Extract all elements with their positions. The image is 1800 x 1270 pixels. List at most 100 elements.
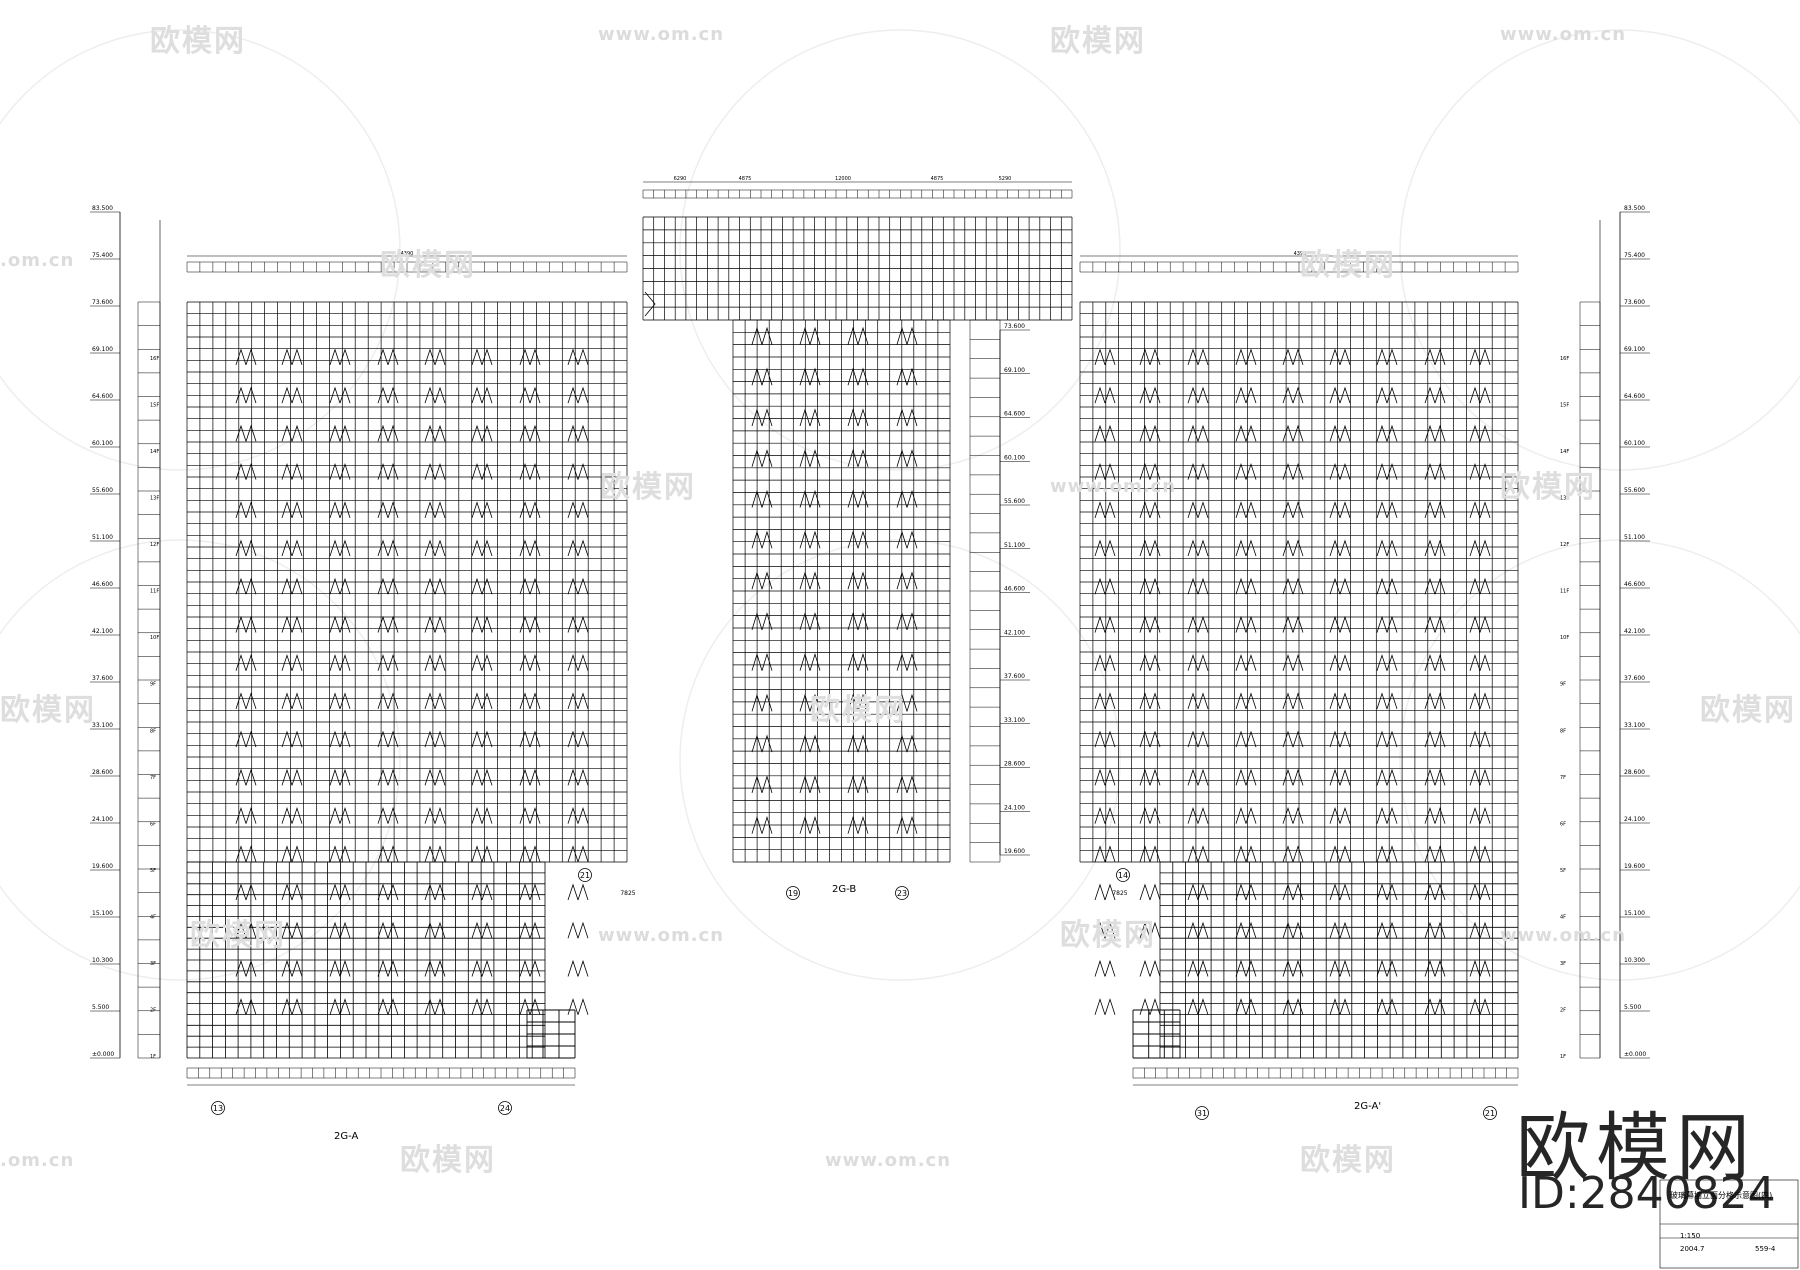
mullion-grid bbox=[1132, 1067, 1519, 1079]
title-block-drawing-no: 559-4 bbox=[1755, 1245, 1776, 1253]
dimension-bottom: 7825 bbox=[1112, 890, 1127, 897]
level-value: 64.600 bbox=[92, 393, 113, 400]
floor-label: 6F bbox=[150, 821, 156, 827]
floor-label: 3F bbox=[1560, 961, 1566, 967]
level-value: 37.600 bbox=[1624, 675, 1645, 682]
level-value: ±0.000 bbox=[1624, 1051, 1646, 1058]
axis-bubble bbox=[1116, 868, 1130, 882]
level-value: 69.100 bbox=[1624, 346, 1645, 353]
level-value: 55.600 bbox=[1004, 498, 1025, 505]
watermark-url: www.om.cn bbox=[1050, 476, 1177, 497]
elevation-2g-a: 4390782583.50075.40073.60069.10064.60060… bbox=[90, 205, 636, 1115]
level-value: 15.100 bbox=[1624, 910, 1645, 917]
dimension-top: 4390 bbox=[1294, 251, 1307, 257]
title-block-date: 2004.7 bbox=[1680, 1245, 1705, 1253]
floor-label: 3F bbox=[150, 961, 156, 967]
level-value: 73.600 bbox=[92, 299, 113, 306]
level-value: 60.100 bbox=[1004, 454, 1025, 461]
axis-label: 24 bbox=[500, 1104, 510, 1113]
watermark-brand: 欧模网 bbox=[150, 24, 246, 59]
floor-label: 7F bbox=[1560, 775, 1566, 781]
mullion-grid bbox=[186, 301, 628, 863]
level-value: 42.100 bbox=[92, 628, 113, 635]
level-value: 28.600 bbox=[92, 769, 113, 776]
watermark-brand: 欧模网 bbox=[1300, 1143, 1396, 1178]
axis-bubble bbox=[1483, 1106, 1497, 1120]
mullion-grid bbox=[137, 301, 161, 1059]
level-value: 46.600 bbox=[1004, 586, 1025, 593]
floor-label: 10F bbox=[150, 635, 159, 641]
floor-label: 4F bbox=[1560, 914, 1566, 920]
level-value: 64.600 bbox=[1004, 411, 1025, 418]
floor-label: 5F bbox=[1560, 868, 1566, 874]
level-value: 42.100 bbox=[1004, 629, 1025, 636]
level-value: 33.100 bbox=[92, 722, 113, 729]
floor-label: 16F bbox=[150, 356, 159, 362]
elevation-label-2g-a-prime: 2G-A' bbox=[1354, 1101, 1382, 1112]
vent-marks bbox=[235, 348, 589, 1015]
floor-label: 7F bbox=[150, 775, 156, 781]
level-value: 24.100 bbox=[1624, 816, 1645, 823]
level-value: 28.600 bbox=[1004, 761, 1025, 768]
mullion-grid bbox=[186, 861, 546, 1059]
level-value: 33.100 bbox=[1004, 717, 1025, 724]
level-value: 75.400 bbox=[1624, 252, 1645, 259]
mullion-grid bbox=[186, 1067, 576, 1079]
dimension-top: 12000 bbox=[835, 176, 851, 182]
level-value: 5.500 bbox=[1624, 1004, 1641, 1011]
axis-label: 19 bbox=[788, 889, 798, 898]
level-value: 5.500 bbox=[92, 1004, 109, 1011]
floor-label: 15F bbox=[1560, 403, 1569, 409]
level-value: 55.600 bbox=[92, 487, 113, 494]
watermark-url: www.om.cn bbox=[598, 925, 725, 946]
level-value: 33.100 bbox=[1624, 722, 1645, 729]
floor-label: 8F bbox=[150, 728, 156, 734]
mullion-grid bbox=[526, 1009, 576, 1059]
level-value: 19.600 bbox=[92, 863, 113, 870]
watermark-brand: 欧模网 bbox=[810, 693, 906, 728]
level-value: 75.400 bbox=[92, 252, 113, 259]
floor-label: 2F bbox=[1560, 1007, 1566, 1013]
elevation-2g-a-prime: 4390782583.50075.40073.60069.10064.60060… bbox=[1079, 205, 1650, 1120]
floor-label: 5F bbox=[150, 868, 156, 874]
level-value: 83.500 bbox=[1624, 205, 1645, 212]
mullion-grid bbox=[1079, 261, 1519, 273]
floor-label: 9F bbox=[150, 682, 156, 688]
floor-label: 10F bbox=[1560, 635, 1569, 641]
axis-label: 23 bbox=[897, 889, 907, 898]
floor-label: 8F bbox=[1560, 728, 1566, 734]
watermark-id: ID:2840824 bbox=[1518, 1168, 1776, 1219]
axis-label: 14 bbox=[1118, 871, 1128, 880]
watermark-brand: 欧模网 bbox=[190, 918, 286, 953]
level-value: 37.600 bbox=[1004, 673, 1025, 680]
title-block-scale: 1:150 bbox=[1680, 1232, 1701, 1240]
level-value: 28.600 bbox=[1624, 769, 1645, 776]
floor-label: 4F bbox=[150, 914, 156, 920]
level-value: 37.600 bbox=[92, 675, 113, 682]
watermark-brand: 欧模网 bbox=[1500, 470, 1596, 505]
level-value: 51.100 bbox=[1004, 542, 1025, 549]
axis-bubble bbox=[498, 1101, 512, 1115]
level-value: 73.600 bbox=[1624, 299, 1645, 306]
level-value: 60.100 bbox=[92, 440, 113, 447]
watermark-brand: 欧模网 bbox=[1700, 693, 1796, 728]
watermark-url: www.om.cn bbox=[1500, 925, 1627, 946]
watermark-brand: 欧模网 bbox=[400, 1143, 496, 1178]
axis-bubble bbox=[578, 868, 592, 882]
watermark-url-fragment: .om.cn bbox=[0, 1150, 75, 1171]
level-value: 51.100 bbox=[92, 534, 113, 541]
title-block-title: 玻璃幕墙立面分格示意图(四) bbox=[1670, 1191, 1773, 1200]
floor-label: 14F bbox=[150, 449, 159, 455]
elevation-label-2g-a: 2G-A bbox=[334, 1131, 359, 1142]
level-value: 19.600 bbox=[1624, 863, 1645, 870]
level-value: 24.100 bbox=[1004, 804, 1025, 811]
dimension-top: 6290 bbox=[674, 176, 687, 182]
floor-label: 16F bbox=[1560, 356, 1569, 362]
watermark-logo: 欧模网 bbox=[1516, 1105, 1756, 1191]
level-value: 19.600 bbox=[1004, 848, 1025, 855]
level-value: 69.100 bbox=[1004, 367, 1025, 374]
watermark-brand: 欧模网 bbox=[1300, 248, 1396, 283]
level-value: 10.300 bbox=[1624, 957, 1645, 964]
axis-bubble bbox=[211, 1101, 225, 1115]
